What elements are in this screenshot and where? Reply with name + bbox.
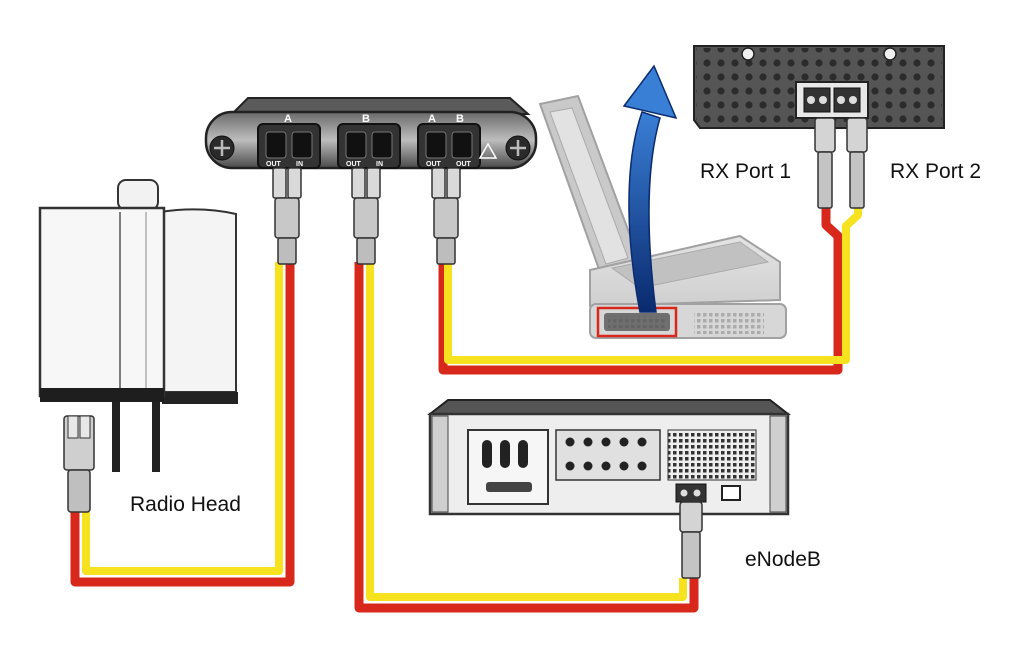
warning-icon [478, 142, 498, 159]
svg-text:IN: IN [296, 161, 303, 168]
rx-port-2-socket[interactable] [833, 87, 861, 113]
radio-head-label: Radio Head [130, 493, 241, 516]
enodeb-fiber-port[interactable] [675, 483, 707, 503]
svg-text:OUT: OUT [426, 161, 442, 168]
radio-head-unit [38, 179, 238, 513]
svg-text:OUT: OUT [456, 161, 472, 168]
tap-connectors [272, 167, 461, 265]
tap-port-a-letter: A [284, 113, 292, 125]
tap-monitor-port-letter-b: B [456, 113, 464, 125]
enodeb-label: eNodeB [745, 548, 821, 571]
fiber-tap: A OUT IN B OUT IN A B OUT OUT [204, 97, 538, 170]
fiber-cables [70, 205, 862, 613]
svg-text:OUT: OUT [346, 161, 362, 168]
rx-port-1-socket[interactable] [803, 87, 831, 113]
tap-port-b[interactable]: B OUT IN [337, 113, 401, 169]
laptop-io-port-highlight [596, 306, 678, 338]
rx-port-2-label: RX Port 2 [890, 160, 982, 183]
cable-radio-head-to-port-a [70, 262, 295, 587]
tap-port-b-letter: B [362, 113, 370, 125]
laptop-io-port [604, 313, 670, 331]
svg-text:IN: IN [376, 161, 383, 168]
blue-arrow-icon [622, 64, 678, 313]
analyzer-module [693, 45, 945, 209]
cable-monitor-to-rx-ports [438, 205, 862, 375]
enodeb-unit [427, 399, 791, 579]
svg-text:OUT: OUT [266, 161, 282, 168]
tap-monitor-port-letter-a: A [428, 113, 436, 125]
tap-port-a[interactable]: A OUT IN [257, 113, 321, 169]
rugged-laptop-analyzer [538, 94, 787, 339]
cable-enodeb-to-port-b [354, 262, 699, 613]
rx-port-1-label: RX Port 1 [700, 160, 792, 183]
